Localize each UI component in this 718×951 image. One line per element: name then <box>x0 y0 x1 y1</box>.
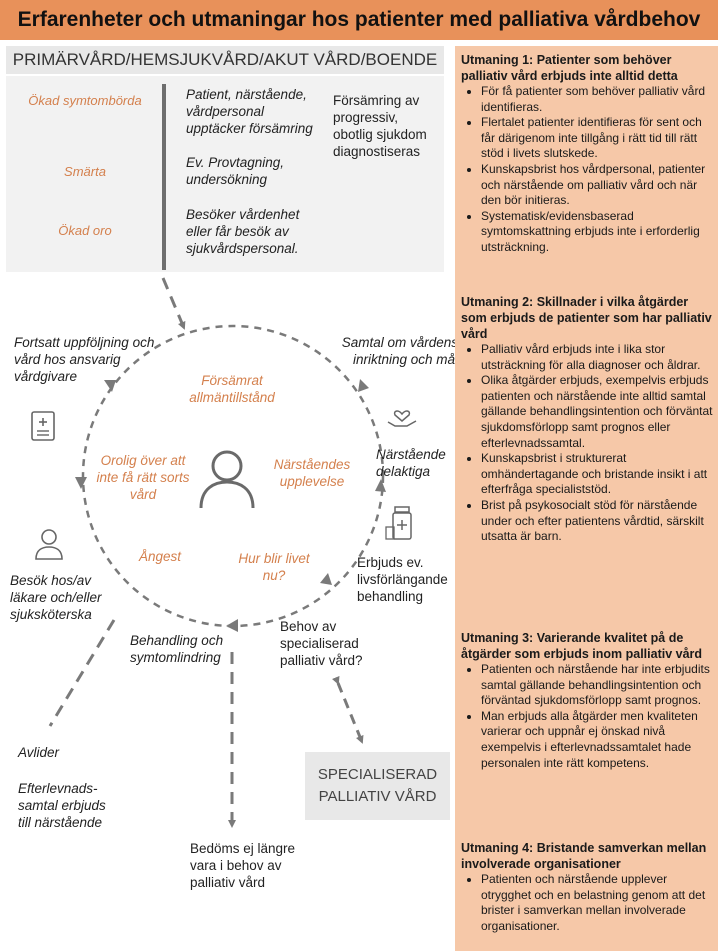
outcome-no-longer-palliative: Bedöms ej längre vara i behov av palliat… <box>190 841 296 890</box>
challenge-title: Utmaning 4: Bristande samverkan mellan i… <box>461 841 707 871</box>
outcome-arrow-left <box>48 619 116 727</box>
cycle-arrowhead <box>75 477 87 489</box>
cycle-arrowhead <box>226 619 238 632</box>
detection-step: Besöker vårdenhet eller får besök av sju… <box>186 207 300 256</box>
challenge-item: Systematisk/evidensbaserad symtomskattni… <box>481 209 713 256</box>
specialized-question: Behov av specialiserad palliativ vård? <box>280 619 363 668</box>
inner-state-life-question: Hur blir livet nu? <box>238 551 310 583</box>
challenge-title: Utmaning 3: Varierande kvalitet på de åt… <box>461 631 703 661</box>
challenge-item: Patienten och närstående upplever otrygg… <box>481 872 713 934</box>
cycle-arrowhead <box>320 573 332 585</box>
symptom-panel <box>6 76 444 272</box>
cycle-step-conversation: Samtal om vårdens inriktning och mål <box>341 335 458 367</box>
doctor-icon <box>35 529 63 560</box>
page-title: Erfarenheter och utmaningar hos patiente… <box>0 0 718 40</box>
care-setting-header: PRIMÄRVÅRD/HEMSJUKVÅRD/AKUT VÅRD/BOENDE <box>6 46 444 74</box>
challenge-item: Palliativ vård erbjuds inte i lika stor … <box>481 342 713 373</box>
document-icon <box>31 411 55 441</box>
challenges-panel: Utmaning 1: Patienter som behöver pallia… <box>455 46 718 951</box>
divider-bar <box>162 84 166 270</box>
cycle-arrowhead <box>358 379 369 392</box>
cycle-arrowhead <box>104 380 116 392</box>
challenge-item: Kunskapsbrist i strukturerat omhändertag… <box>481 451 713 498</box>
inner-state-deterioration: Försämrat allmäntillstånd <box>189 373 275 405</box>
challenge-item: Olika åtgärder erbjuds, exempelvis erbju… <box>481 373 713 451</box>
outcome-bereavement-talk: Efterlevnads-samtal erbjuds till närståe… <box>18 781 106 830</box>
cycle-step-symptom-relief: Behandling och symtomlindring <box>130 633 224 665</box>
challenge-title: Utmaning 2: Skillnader i vilka åtgärder … <box>461 295 712 341</box>
detection-step: Ev. Provtagning, undersökning <box>186 155 285 187</box>
detection-step: Patient, närstående, vårdpersonal upptäc… <box>186 87 313 136</box>
challenge-item: Kunskapsbrist hos vårdpersonal, patiente… <box>481 162 713 209</box>
inner-state-care-worry: Orolig över att inte få rätt sorts vård <box>96 453 190 502</box>
deterioration-note: Försämring av progressiv, obotlig sjukdo… <box>333 93 427 159</box>
cycle-step-relatives: Närstående delaktiga <box>376 447 446 479</box>
person-icon <box>199 450 255 509</box>
cycle-diagram <box>48 277 386 828</box>
medicine-icon <box>385 506 412 540</box>
cycle-step-doctor-visit: Besök hos/av läkare och/eller sjuksköter… <box>10 573 102 622</box>
symptom-label: Ökad symtombörda <box>28 93 142 108</box>
challenge-2: Utmaning 2: Skillnader i vilka åtgärder … <box>461 294 713 545</box>
symptom-label: Smärta <box>64 164 106 179</box>
challenge-3: Utmaning 3: Varierande kvalitet på de åt… <box>461 630 713 771</box>
inner-state-relatives-experience: Närståendes upplevelse <box>273 457 351 489</box>
outcome-dies: Avlider <box>18 745 60 760</box>
challenge-item: Flertalet patienter identifieras för sen… <box>481 115 713 162</box>
cycle-step-treatment-offer: Erbjuds ev. livsförlängande behandling <box>357 555 448 604</box>
challenge-title: Utmaning 1: Patienter som behöver pallia… <box>461 53 678 83</box>
entry-arrow <box>161 277 186 330</box>
specialized-care-box: SPECIALISERAD PALLIATIV VÅRD <box>305 752 450 820</box>
challenge-item: Brist på psykosocialt stöd för närståend… <box>481 498 713 545</box>
specialized-arrow <box>332 675 364 744</box>
inner-state-anxiety: Ångest <box>138 549 182 564</box>
cycle-arrowhead <box>375 479 386 492</box>
challenge-1: Utmaning 1: Patienter som behöver pallia… <box>461 52 713 256</box>
symptom-label: Ökad oro <box>58 223 112 238</box>
challenge-4: Utmaning 4: Bristande samverkan mellan i… <box>461 840 713 934</box>
challenge-item: Man erbjuds alla åtgärder men kvaliteten… <box>481 709 713 771</box>
cycle-step-followup: Fortsatt uppföljning och vård hos ansvar… <box>14 335 155 384</box>
challenge-item: Patienten och närstående har inte erbjud… <box>481 662 713 709</box>
heart-hand-icon <box>387 410 417 427</box>
challenge-item: För få patienter som behöver palliativ v… <box>481 84 713 115</box>
